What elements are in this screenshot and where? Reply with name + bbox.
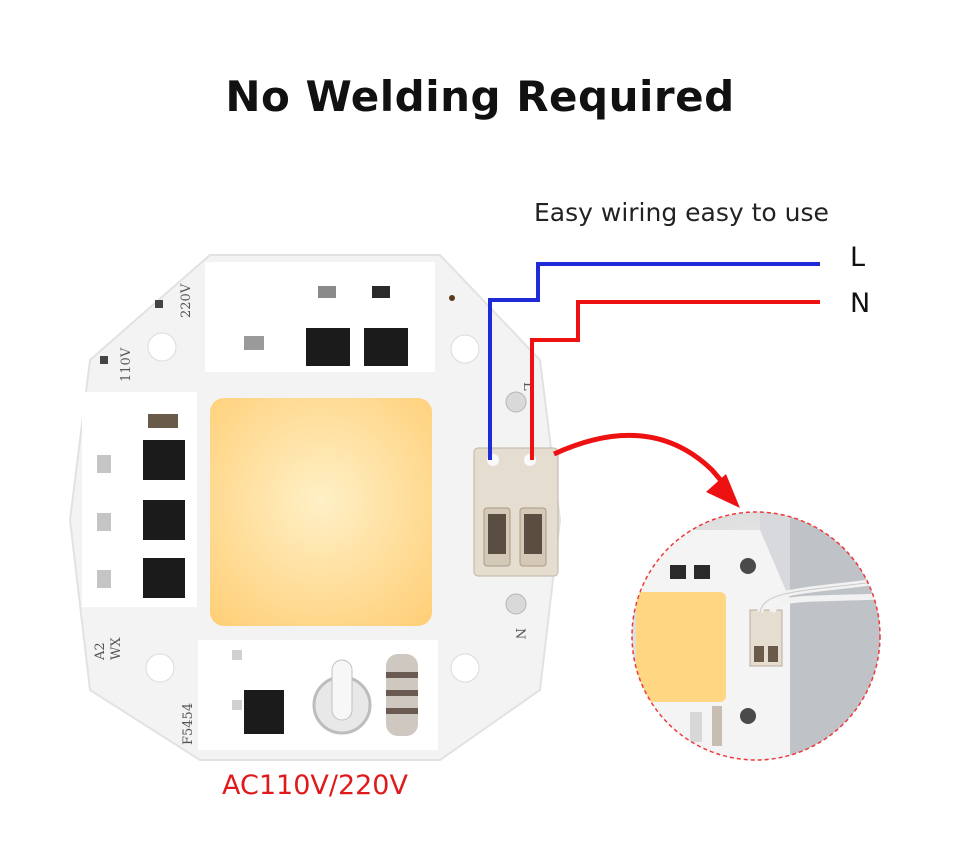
ic-chip <box>306 328 350 366</box>
silk-square <box>100 356 108 364</box>
ic-chip <box>244 690 284 734</box>
neutral-wire-label: N <box>850 288 871 319</box>
led-board: 220V 110V A2 WX F5454 L N <box>68 254 562 761</box>
smd-component <box>97 570 111 588</box>
neutral-wire <box>530 300 820 460</box>
smd-component <box>232 650 242 660</box>
voltage-label: AC110V/220V <box>222 770 408 801</box>
terminal-block <box>473 447 559 577</box>
live-wire <box>488 262 820 460</box>
silk-n: N <box>512 628 527 639</box>
callout-arrow <box>552 432 726 486</box>
callout-arrow-head <box>706 474 740 508</box>
smd-component <box>232 700 242 710</box>
capacitor-lead <box>331 659 353 721</box>
ic-chip <box>143 500 185 540</box>
silk-a2: A2 <box>93 642 108 661</box>
smd-component <box>97 455 111 473</box>
ic-chip <box>143 558 185 598</box>
mount-hole <box>450 653 480 683</box>
ic-chip <box>143 440 185 480</box>
mount-hole <box>450 334 480 364</box>
silk-220v: 220V <box>179 283 194 318</box>
smd-component <box>97 513 111 531</box>
zoom-inset <box>631 511 881 761</box>
ic-chip <box>364 328 408 366</box>
silk-l: L <box>520 382 535 391</box>
mount-hole <box>147 332 177 362</box>
terminal-screw <box>505 593 527 615</box>
live-wire-label: L <box>850 242 866 273</box>
smd-component <box>318 286 336 298</box>
smd-component <box>148 414 178 428</box>
smd-component <box>372 286 390 298</box>
headline: No Welding Required <box>225 72 735 121</box>
smd-component <box>244 336 264 350</box>
led-chip <box>210 398 432 626</box>
zoom-inset-border <box>631 511 881 761</box>
silk-110v: 110V <box>119 347 134 382</box>
polarity-dot <box>449 295 455 301</box>
wiring-subtitle: Easy wiring easy to use <box>534 198 829 227</box>
silk-wx: WX <box>109 637 124 660</box>
silk-f5454: F5454 <box>181 703 196 745</box>
silk-square <box>155 300 163 308</box>
terminal-screw <box>505 391 527 413</box>
mount-hole <box>145 653 175 683</box>
